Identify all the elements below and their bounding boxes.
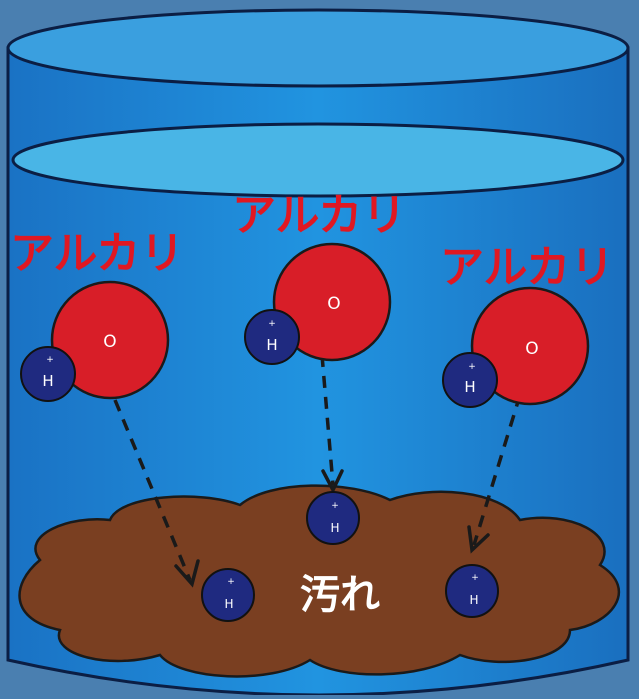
molecule-oh-left: O + H xyxy=(20,280,170,402)
arrow-center xyxy=(320,354,335,486)
charge-label: + xyxy=(471,573,479,583)
charge-label: + xyxy=(46,355,54,365)
hydrogen-atom xyxy=(244,309,300,365)
molecule-oh-right: O + H xyxy=(442,286,590,408)
hydrogen-ion-dirt-right: + H xyxy=(445,564,499,618)
oxygen-atom xyxy=(470,286,590,406)
alkali-label-left: アルカリ xyxy=(10,228,184,279)
charge-label: + xyxy=(227,577,235,587)
molecule-oh-center: O + H xyxy=(244,242,392,365)
hydrogen-atom xyxy=(201,568,255,622)
arrowhead-right xyxy=(467,525,490,554)
oxygen-label: O xyxy=(327,294,340,314)
hydrogen-label: H xyxy=(224,597,233,611)
hydrogen-atom xyxy=(445,564,499,618)
charge-label: + xyxy=(268,319,276,329)
oxygen-atom xyxy=(272,242,392,362)
hydrogen-ion-dirt-center: + H xyxy=(306,491,360,545)
arrowhead-left xyxy=(174,559,200,588)
dirt-label: 汚れ xyxy=(300,572,380,618)
oxygen-atom xyxy=(50,280,170,400)
hydrogen-label: H xyxy=(330,521,339,535)
charge-label: + xyxy=(331,501,339,511)
hydrogen-atom xyxy=(20,346,76,402)
water-surface xyxy=(11,122,625,198)
arrowhead-center xyxy=(321,469,344,494)
container-rim xyxy=(6,8,630,88)
hydrogen-atom xyxy=(306,491,360,545)
dashed-arrows xyxy=(113,354,522,581)
arrow-right xyxy=(472,394,522,546)
hydrogen-ion-dirt-left: + H xyxy=(201,568,255,622)
oxygen-label: O xyxy=(103,332,116,352)
hydrogen-atom xyxy=(442,352,498,408)
charge-label: + xyxy=(468,362,476,372)
oxygen-label: O xyxy=(525,339,538,359)
hydrogen-label: H xyxy=(464,378,475,396)
hydrogen-label: H xyxy=(42,372,53,390)
arrow-left xyxy=(113,399,192,581)
alkali-label-right: アルカリ xyxy=(440,242,614,293)
arrow-heads xyxy=(174,469,490,588)
hydrogen-label: H xyxy=(266,336,277,354)
hydrogen-label: H xyxy=(469,593,478,607)
alkali-label-center: アルカリ xyxy=(232,190,406,241)
